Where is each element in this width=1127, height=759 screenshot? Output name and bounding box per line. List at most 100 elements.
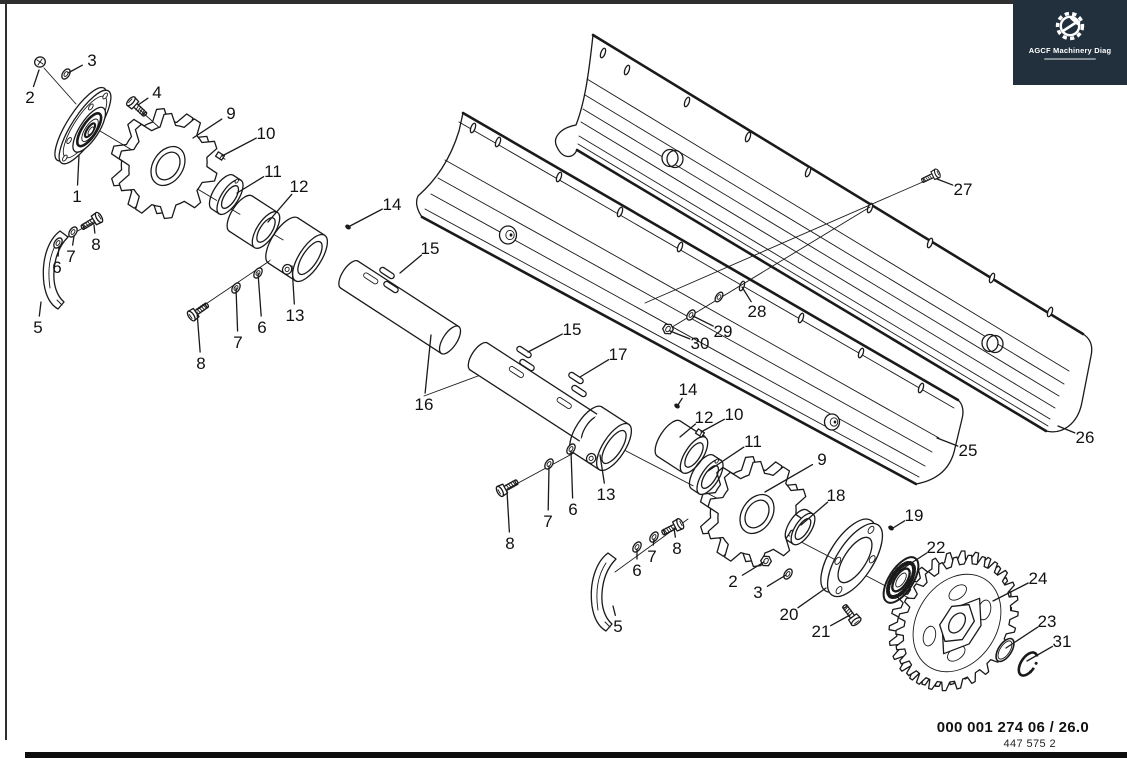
part-1-bearing-flange — [54, 86, 112, 165]
callout-leader-10 — [221, 137, 257, 157]
callout-leader-8 — [196, 311, 201, 353]
callout-leader-9 — [192, 118, 223, 139]
callout-leader-14 — [677, 397, 683, 406]
callout-leader-31 — [1026, 645, 1054, 662]
part-9-sprocket-1 — [110, 107, 218, 220]
callout-leader-8 — [673, 527, 677, 538]
part-8-bolt-1 — [78, 210, 105, 234]
part-8-bolt-2 — [185, 299, 212, 323]
callout-leader-13 — [291, 265, 295, 305]
callout-leader-21 — [829, 614, 851, 627]
callout-24: 24 — [1029, 569, 1048, 588]
callout-leader-26 — [1057, 425, 1076, 434]
callout-25: 25 — [959, 441, 978, 460]
part-13-collar-1 — [265, 216, 329, 283]
callout-1: 1 — [72, 187, 81, 206]
callout-leader-23 — [1005, 626, 1039, 649]
part-3-washer-2 — [781, 566, 795, 582]
callout-18: 18 — [827, 486, 846, 505]
callout-leader-19 — [892, 520, 906, 529]
callout-leader-22 — [898, 552, 928, 572]
callout-8: 8 — [91, 235, 100, 254]
part-17-key-b — [570, 383, 588, 399]
part-2-bolt-1 — [34, 56, 46, 68]
callout-12: 12 — [695, 408, 714, 427]
brand-logo: AGCF Machinery Diag — [1013, 0, 1127, 85]
callout-13: 13 — [597, 485, 616, 504]
part-19-setscrew — [888, 525, 894, 531]
callout-leader-6 — [570, 450, 574, 499]
part-9-sprocket-2 — [699, 455, 807, 568]
part-27-screw — [919, 167, 942, 186]
callout-leader-24 — [992, 582, 1029, 602]
logo-tagline — [1044, 58, 1096, 60]
part-16-shaft-1 — [338, 260, 462, 355]
callout-10: 10 — [257, 124, 276, 143]
callout-leader-7 — [652, 538, 655, 546]
callout-16: 16 — [415, 395, 434, 414]
front-panel-grommet — [498, 225, 518, 245]
callout-leader-27 — [936, 178, 954, 186]
part-3-washer-1 — [59, 66, 73, 82]
callout-2: 2 — [728, 572, 737, 591]
callout-leader-12 — [267, 193, 293, 223]
part-11-lock-collar-1 — [208, 174, 244, 216]
part-8-bolt-3 — [659, 517, 686, 539]
logo-title: AGCF Machinery Diag — [1028, 46, 1112, 55]
callout-21: 21 — [812, 622, 831, 641]
callout-14: 14 — [679, 380, 698, 399]
part-21-bolt — [838, 601, 863, 628]
part-14-setscrew-1 — [345, 224, 351, 230]
rear-panel-hole — [661, 148, 684, 169]
callout-2: 2 — [25, 88, 34, 107]
part-20-flange — [820, 518, 884, 598]
callout-4: 4 — [152, 83, 161, 102]
callout-leader-10 — [700, 418, 725, 433]
callout-8: 8 — [672, 539, 681, 558]
part-25-front-panel — [415, 111, 964, 486]
callout-6: 6 — [257, 318, 266, 337]
callout-5: 5 — [33, 318, 42, 337]
callout-leader-3 — [766, 574, 787, 587]
callout-6: 6 — [632, 561, 641, 580]
callout-17: 17 — [609, 345, 628, 364]
part-24-drive-sprocket — [888, 550, 1019, 692]
callout-9: 9 — [226, 104, 235, 123]
callout-leader-25 — [936, 437, 959, 447]
callout-11: 11 — [264, 162, 282, 181]
callout-3: 3 — [87, 51, 96, 70]
callout-leader-2 — [741, 561, 765, 576]
callout-19: 19 — [905, 506, 924, 525]
callout-20: 20 — [780, 605, 799, 624]
callout-leader-13 — [599, 454, 605, 484]
callout-27: 27 — [954, 180, 973, 199]
callout-leader-15 — [399, 254, 423, 274]
callout-leader-18 — [800, 501, 829, 526]
rear-panel-hole — [981, 333, 1004, 354]
callout-leader-17 — [579, 359, 610, 378]
part-26-rear-panel — [554, 33, 1093, 433]
callout-5: 5 — [613, 617, 622, 636]
front-panel-grommet — [823, 413, 841, 431]
callout-leader-30 — [669, 330, 691, 340]
callout-7: 7 — [543, 512, 552, 531]
callout-leader-5 — [38, 301, 42, 317]
callout-leader-8 — [93, 224, 96, 234]
part-11-lock-collar-2 — [688, 454, 724, 496]
callout-leader-1 — [76, 154, 80, 186]
callout-31: 31 — [1053, 632, 1072, 651]
callout-leader-9 — [764, 463, 814, 493]
callout-leader-28 — [741, 286, 752, 303]
doc-code: 447 575 2 — [1003, 738, 1056, 750]
callout-7: 7 — [233, 333, 242, 352]
part-28-spacer — [714, 291, 724, 303]
callout-22: 22 — [927, 538, 946, 557]
part-18-seal — [784, 508, 816, 546]
part-10-screw-1 — [214, 151, 228, 163]
callout-leader-12 — [679, 423, 697, 438]
callout-7: 7 — [66, 247, 75, 266]
callout-leader-29 — [692, 315, 714, 327]
